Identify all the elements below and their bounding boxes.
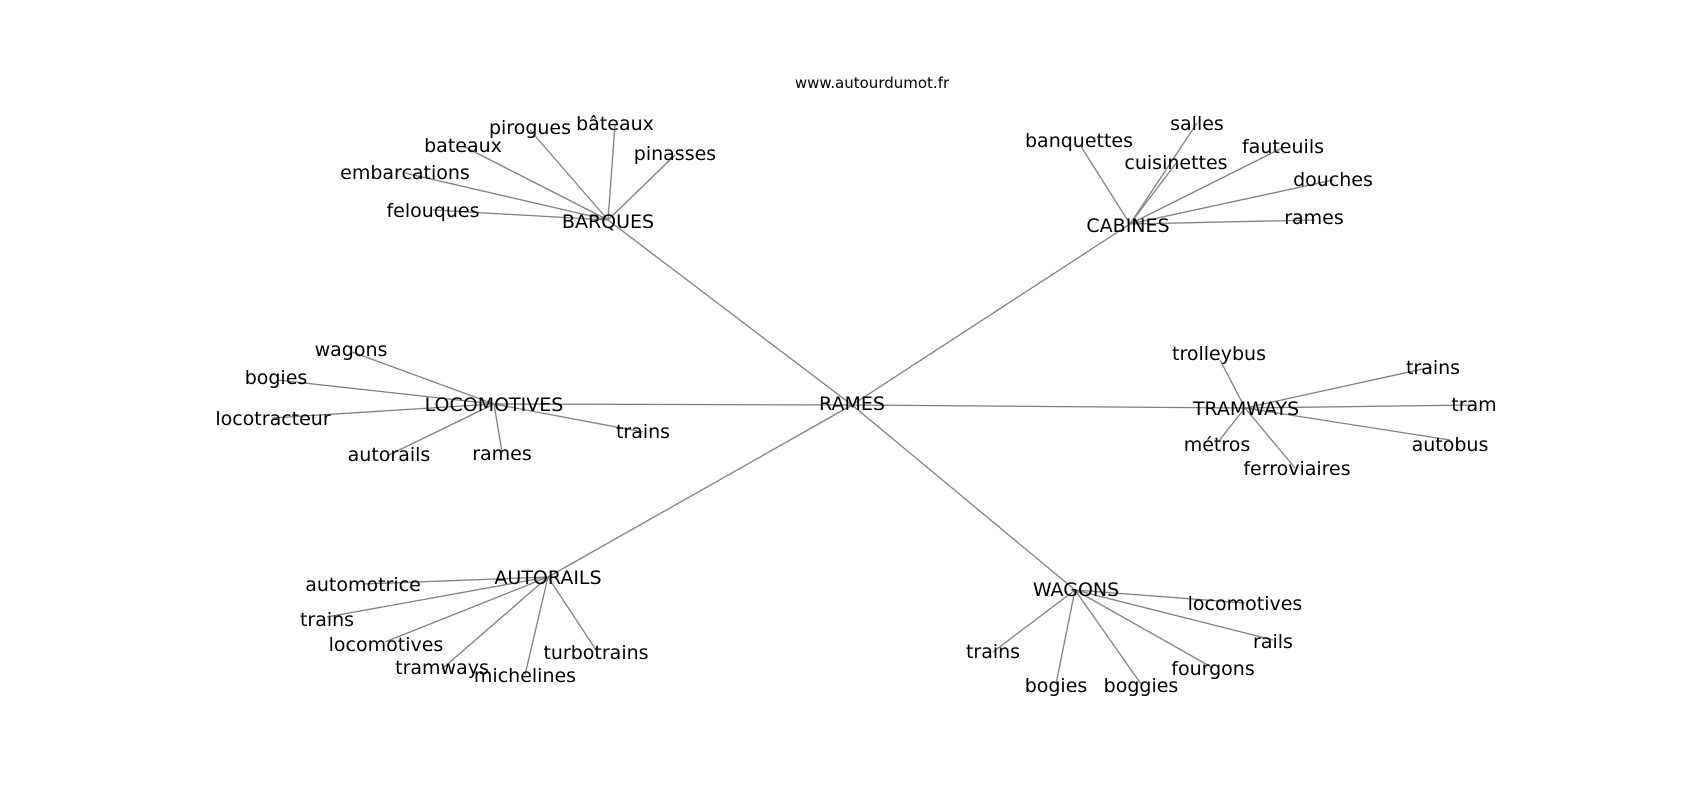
edge-barques-felouques [432, 209, 609, 221]
leaf-node-autorails-automotrice: automotrice [305, 574, 421, 596]
leaf-node-wagons-bogies: bogies [1025, 675, 1088, 697]
leaf-node-cabines-cuisinettes: cuisinettes [1124, 152, 1227, 174]
leaf-node-locomotives-bogies: bogies [245, 367, 308, 389]
edge-locomotives-wagons [351, 351, 495, 405]
edge-locomotives-locotracteur [271, 403, 495, 419]
edge-barques-pinasses [607, 154, 676, 221]
site-label: www.autourdumot.fr [795, 74, 950, 92]
edge-tramways-metros [1217, 407, 1246, 443]
edge-barques-bateaux [462, 145, 609, 221]
edge-cabines-salles [1129, 122, 1198, 225]
hub-node-tramways: TRAMWAYS [1192, 398, 1299, 420]
edge-tramways-trolleybus [1219, 359, 1246, 409]
edge-tramways-ferroviaires [1244, 407, 1296, 469]
edge-center-locomotives [493, 403, 853, 406]
leaf-node-tramways-metros: métros [1184, 434, 1251, 456]
edge-locomotives-trains [493, 403, 644, 433]
hub-node-locomotives: LOCOMOTIVES [425, 394, 564, 416]
leaf-node-cabines-salles: salles [1170, 113, 1224, 135]
hub-node-autorails: AUTORAILS [494, 567, 601, 589]
edge-barques-bateaux [607, 124, 616, 221]
hub-node-wagons: WAGONS [1033, 579, 1119, 601]
leaf-node-locomotives-trains: trains [616, 421, 670, 443]
edge-locomotives-bogies [276, 379, 495, 405]
hub-node-cabines: CABINES [1086, 215, 1169, 237]
leaf-node-locomotives-rames: rames [472, 443, 532, 465]
leaf-node-cabines-banquettes: banquettes [1025, 130, 1133, 152]
leaf-node-wagons-locomotives: locomotives [1188, 593, 1303, 615]
edge-locomotives-autorails [388, 403, 495, 456]
edge-barques-pirogues [529, 129, 609, 221]
leaf-node-locomotives-wagons: wagons [315, 339, 388, 361]
graph-labels: www.autourdumot.fr RAMES BARQUES felouques… [215, 74, 1496, 697]
graph-edges [271, 122, 1475, 685]
edge-center-cabines [851, 223, 1131, 406]
edge-autorails-tramways [441, 576, 549, 670]
edge-center-wagons [851, 404, 1076, 591]
edge-barques-embarcations [404, 172, 609, 221]
leaf-node-cabines-rames: rames [1284, 207, 1344, 229]
edge-autorails-michelines [524, 576, 549, 676]
leaf-node-wagons-trains: trains [966, 641, 1020, 663]
leaf-node-barques-pirogues: pirogues [489, 117, 571, 139]
edge-cabines-cuisinettes [1129, 161, 1178, 225]
leaf-node-autorails-turbotrains: turbotrains [543, 642, 648, 664]
leaf-node-barques-felouques: felouques [386, 200, 479, 222]
leaf-node-autorails-locomotives: locomotives [329, 634, 444, 656]
leaf-node-cabines-douches: douches [1293, 169, 1373, 191]
leaf-node-tramways-autobus: autobus [1412, 434, 1489, 456]
edge-tramways-trains [1244, 366, 1433, 409]
leaf-node-barques-pinasses: pinasses [634, 143, 716, 165]
edge-cabines-fauteuils [1129, 147, 1283, 225]
edge-locomotives-rames [493, 403, 503, 453]
edge-tramways-autobus [1244, 407, 1451, 441]
leaf-node-tramways-trains: trains [1406, 357, 1460, 379]
leaf-node-cabines-fauteuils: fauteuils [1242, 136, 1324, 158]
leaf-node-autorails-michelines: michelines [474, 665, 576, 687]
leaf-node-barques-bateaux: bateaux [424, 135, 502, 157]
edge-wagons-bogies [1055, 589, 1076, 685]
edge-tramways-tram [1244, 404, 1475, 409]
leaf-node-wagons-fourgons: fourgons [1171, 658, 1254, 680]
leaf-node-autorails-tramways: tramways [395, 657, 489, 679]
leaf-node-tramways-trolleybus: trolleybus [1172, 343, 1266, 365]
edge-center-tramways [851, 404, 1246, 409]
leaf-node-locomotives-autorails: autorails [348, 444, 431, 466]
leaf-node-tramways-ferroviaires: ferroviaires [1243, 458, 1350, 480]
edge-wagons-fourgons [1074, 589, 1214, 669]
leaf-node-locomotives-locotracteur: locotracteur [215, 408, 331, 430]
center-node-label: RAMES [819, 393, 885, 415]
edge-cabines-douches [1129, 179, 1334, 225]
leaf-node-tramways-tram: tram [1451, 394, 1496, 416]
edge-autorails-locomotives [384, 576, 549, 643]
edge-autorails-automotrice [362, 576, 549, 585]
leaf-node-wagons-boggies: boggies [1104, 675, 1179, 697]
hub-node-barques: BARQUES [562, 211, 654, 233]
edge-center-autorails [547, 404, 853, 578]
leaf-node-wagons-rails: rails [1253, 631, 1293, 653]
edge-cabines-rames [1129, 219, 1316, 225]
edge-autorails-trains [326, 576, 549, 618]
edge-wagons-rails [1074, 589, 1274, 641]
edge-cabines-banquettes [1079, 144, 1131, 225]
leaf-node-barques-bateaux: bâteaux [576, 113, 654, 135]
leaf-node-autorails-trains: trains [300, 609, 354, 631]
edge-autorails-turbotrains [547, 576, 597, 651]
edge-wagons-locomotives [1074, 589, 1246, 604]
edge-wagons-trains [992, 589, 1076, 653]
edge-wagons-boggies [1074, 589, 1142, 685]
edge-center-barques [607, 219, 853, 406]
leaf-node-barques-embarcations: embarcations [340, 162, 470, 184]
